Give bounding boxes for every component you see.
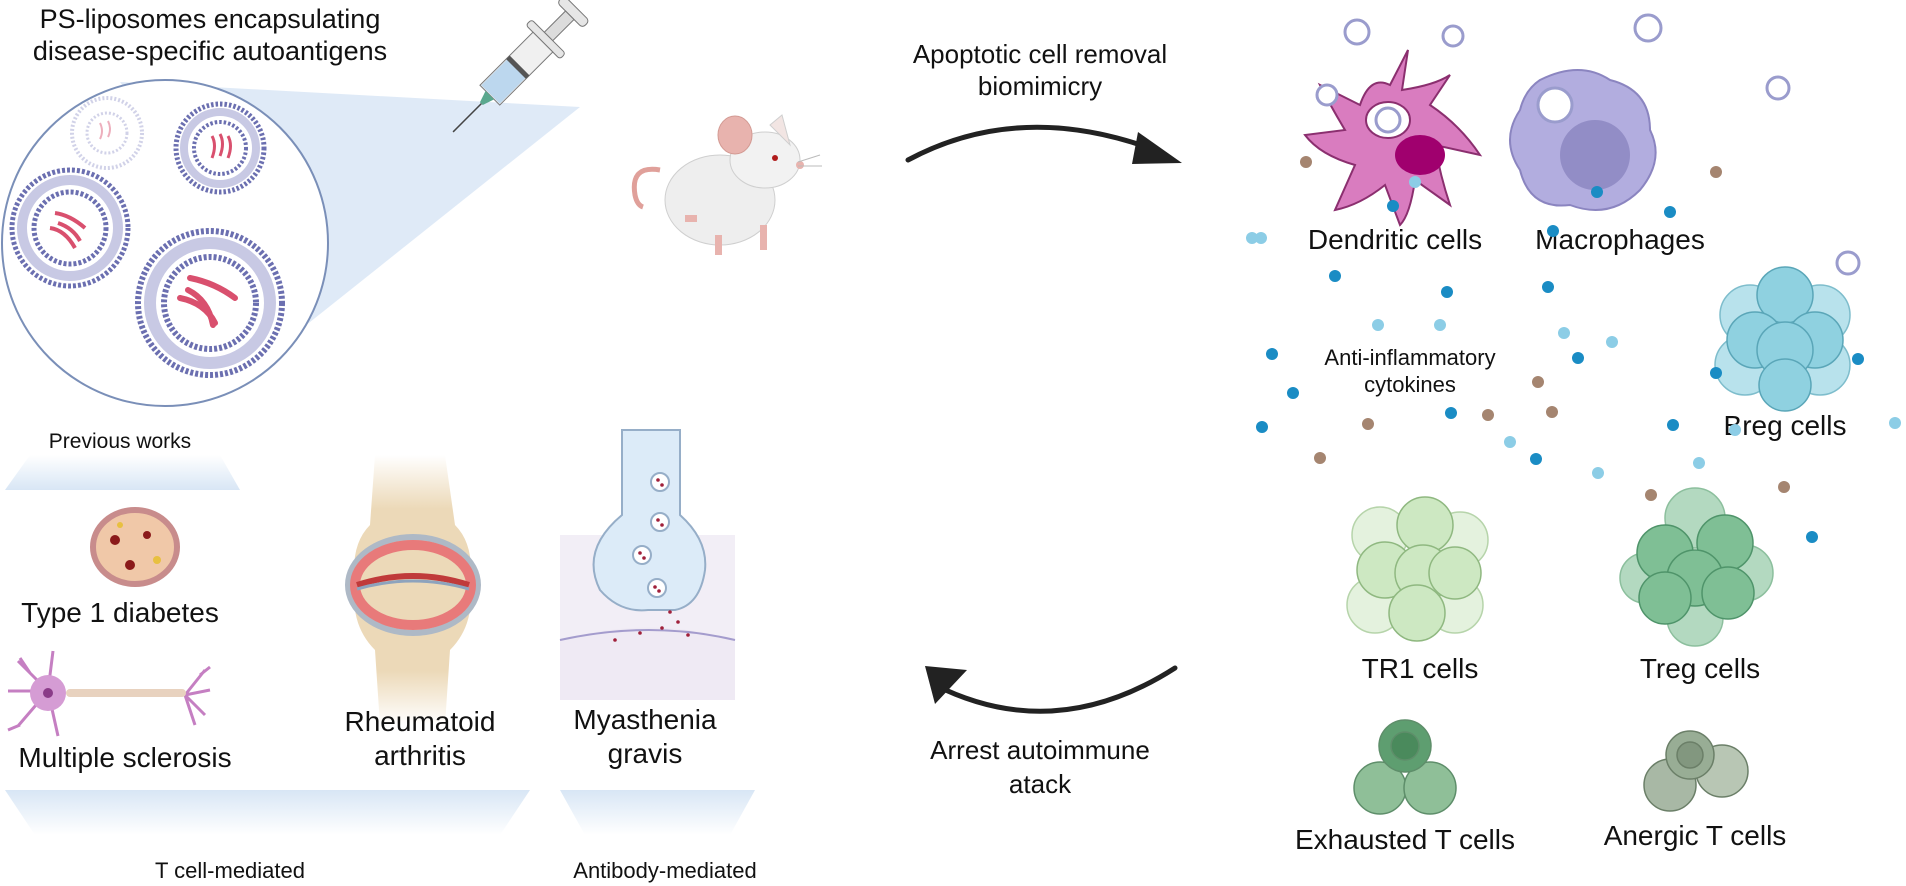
label-cytokines-line-2: cytokines — [1364, 372, 1456, 397]
cytokine-dot — [1547, 225, 1559, 237]
liposome-icon — [1765, 75, 1791, 101]
cytokine-dot — [1592, 467, 1604, 479]
anergic-t-cells-icon — [1643, 730, 1749, 812]
liposome-icon — [135, 228, 285, 378]
antibody-group-bracket — [560, 790, 755, 835]
cytokine-dot — [1710, 367, 1722, 379]
dendritic-cell-icon — [1303, 49, 1483, 227]
cytokine-dot — [1542, 281, 1554, 293]
liposome-icon — [173, 101, 267, 195]
liposome-icon — [1633, 13, 1663, 43]
disease-type1-diabetes: Type 1 diabetes — [21, 597, 219, 628]
cytokine-dot — [1445, 407, 1457, 419]
cytokine-dot — [1667, 419, 1679, 431]
breg-cells-icon — [1714, 266, 1851, 412]
liposome-icon — [70, 96, 144, 170]
cytokine-dot — [1255, 232, 1267, 244]
liposome-icon — [1441, 24, 1465, 48]
disease-multiple-sclerosis: Multiple sclerosis — [18, 742, 232, 773]
liposome-icon — [1835, 250, 1861, 276]
disease-myasthenia-line-2: gravis — [607, 738, 683, 769]
bottom-arrow-label-line-2: atack — [1008, 769, 1072, 799]
curved-arrow-right-icon — [905, 124, 1182, 164]
cytokine-dot — [1693, 457, 1705, 469]
curved-arrow-left-icon — [925, 665, 1178, 714]
group-label-t-cell: T cell-mediated — [155, 858, 305, 883]
top-arrow-label-line-2: biomimicry — [977, 71, 1103, 101]
cytokine-dot — [1729, 424, 1741, 436]
cytokine-dot — [1314, 452, 1326, 464]
cytokine-dot — [1246, 232, 1258, 244]
cytokine-dot — [1852, 353, 1864, 365]
group-label-antibody: Antibody-mediated — [573, 858, 757, 883]
liposome-icon — [9, 167, 131, 289]
neuron-icon — [7, 650, 211, 737]
title-line-2: disease-specific autoantigens — [32, 36, 388, 66]
macrophage-icon — [1509, 69, 1657, 211]
treg-cells-icon — [1619, 487, 1774, 647]
cytokine-dot — [1372, 319, 1384, 331]
cytokine-dot — [1532, 376, 1544, 388]
cytokine-dot — [1606, 336, 1618, 348]
label-dendritic-cells: Dendritic cells — [1307, 224, 1483, 255]
cytokine-dot — [1387, 200, 1399, 212]
cytokine-dot — [1558, 327, 1570, 339]
label-treg-cells: Treg cells — [1639, 653, 1761, 684]
previous-works-bracket — [5, 455, 240, 490]
label-breg-cells: Breg cells — [1723, 410, 1847, 441]
knee-joint-icon — [345, 455, 481, 725]
cytokine-dot — [1434, 319, 1446, 331]
cytokine-dot — [1546, 406, 1558, 418]
cytokine-dot — [1664, 206, 1676, 218]
cytokine-dot — [1441, 286, 1453, 298]
tr1-cells-icon — [1346, 496, 1489, 642]
cytokine-dot — [1482, 409, 1494, 421]
cytokine-dot — [1645, 489, 1657, 501]
disease-rheumatoid-line-2: arthritis — [374, 740, 466, 771]
cytokine-dot — [1778, 481, 1790, 493]
pancreatic-islet-icon — [90, 507, 180, 587]
mouse-icon — [631, 114, 822, 255]
cytokine-dot — [1504, 436, 1516, 448]
cytokine-dot — [1300, 156, 1312, 168]
cytokine-dot — [1329, 270, 1341, 282]
bottom-arrow-label-line-1: Arrest autoimmune — [930, 735, 1150, 765]
cytokine-dot — [1362, 418, 1374, 430]
t-cell-group-bracket — [5, 790, 530, 835]
neuromuscular-junction-icon — [559, 429, 736, 700]
top-arrow-label-line-1: Apoptotic cell removal — [912, 39, 1168, 69]
previous-works-label: Previous works — [48, 430, 192, 453]
cytokine-dot — [1287, 387, 1299, 399]
cytokine-dot — [1409, 176, 1421, 188]
exhausted-t-cells-icon — [1353, 719, 1457, 815]
syringe-icon — [452, 0, 589, 133]
title-line-1: PS-liposomes encapsulating — [39, 4, 381, 34]
liposome-zoom-circle — [1, 79, 329, 407]
cytokine-dot — [1591, 186, 1603, 198]
label-tr1-cells: TR1 cells — [1361, 653, 1479, 684]
label-anergic-t-cells: Anergic T cells — [1603, 820, 1787, 851]
liposome-icon — [1343, 18, 1371, 46]
cytokine-dot — [1530, 453, 1542, 465]
cytokine-dot — [1710, 166, 1722, 178]
cytokine-dot — [1256, 421, 1268, 433]
label-macrophages: Macrophages — [1535, 224, 1705, 255]
disease-rheumatoid-line-1: Rheumatoid — [344, 706, 496, 737]
label-cytokines-line-1: Anti-inflammatory — [1324, 345, 1496, 370]
cytokine-dot — [1572, 352, 1584, 364]
cytokine-dot — [1889, 417, 1901, 429]
disease-myasthenia-line-1: Myasthenia — [573, 704, 717, 735]
cytokine-dot — [1266, 348, 1278, 360]
label-exhausted-t-cells: Exhausted T cells — [1295, 824, 1515, 855]
cytokine-dot — [1806, 531, 1818, 543]
liposome-icon — [1315, 83, 1339, 107]
